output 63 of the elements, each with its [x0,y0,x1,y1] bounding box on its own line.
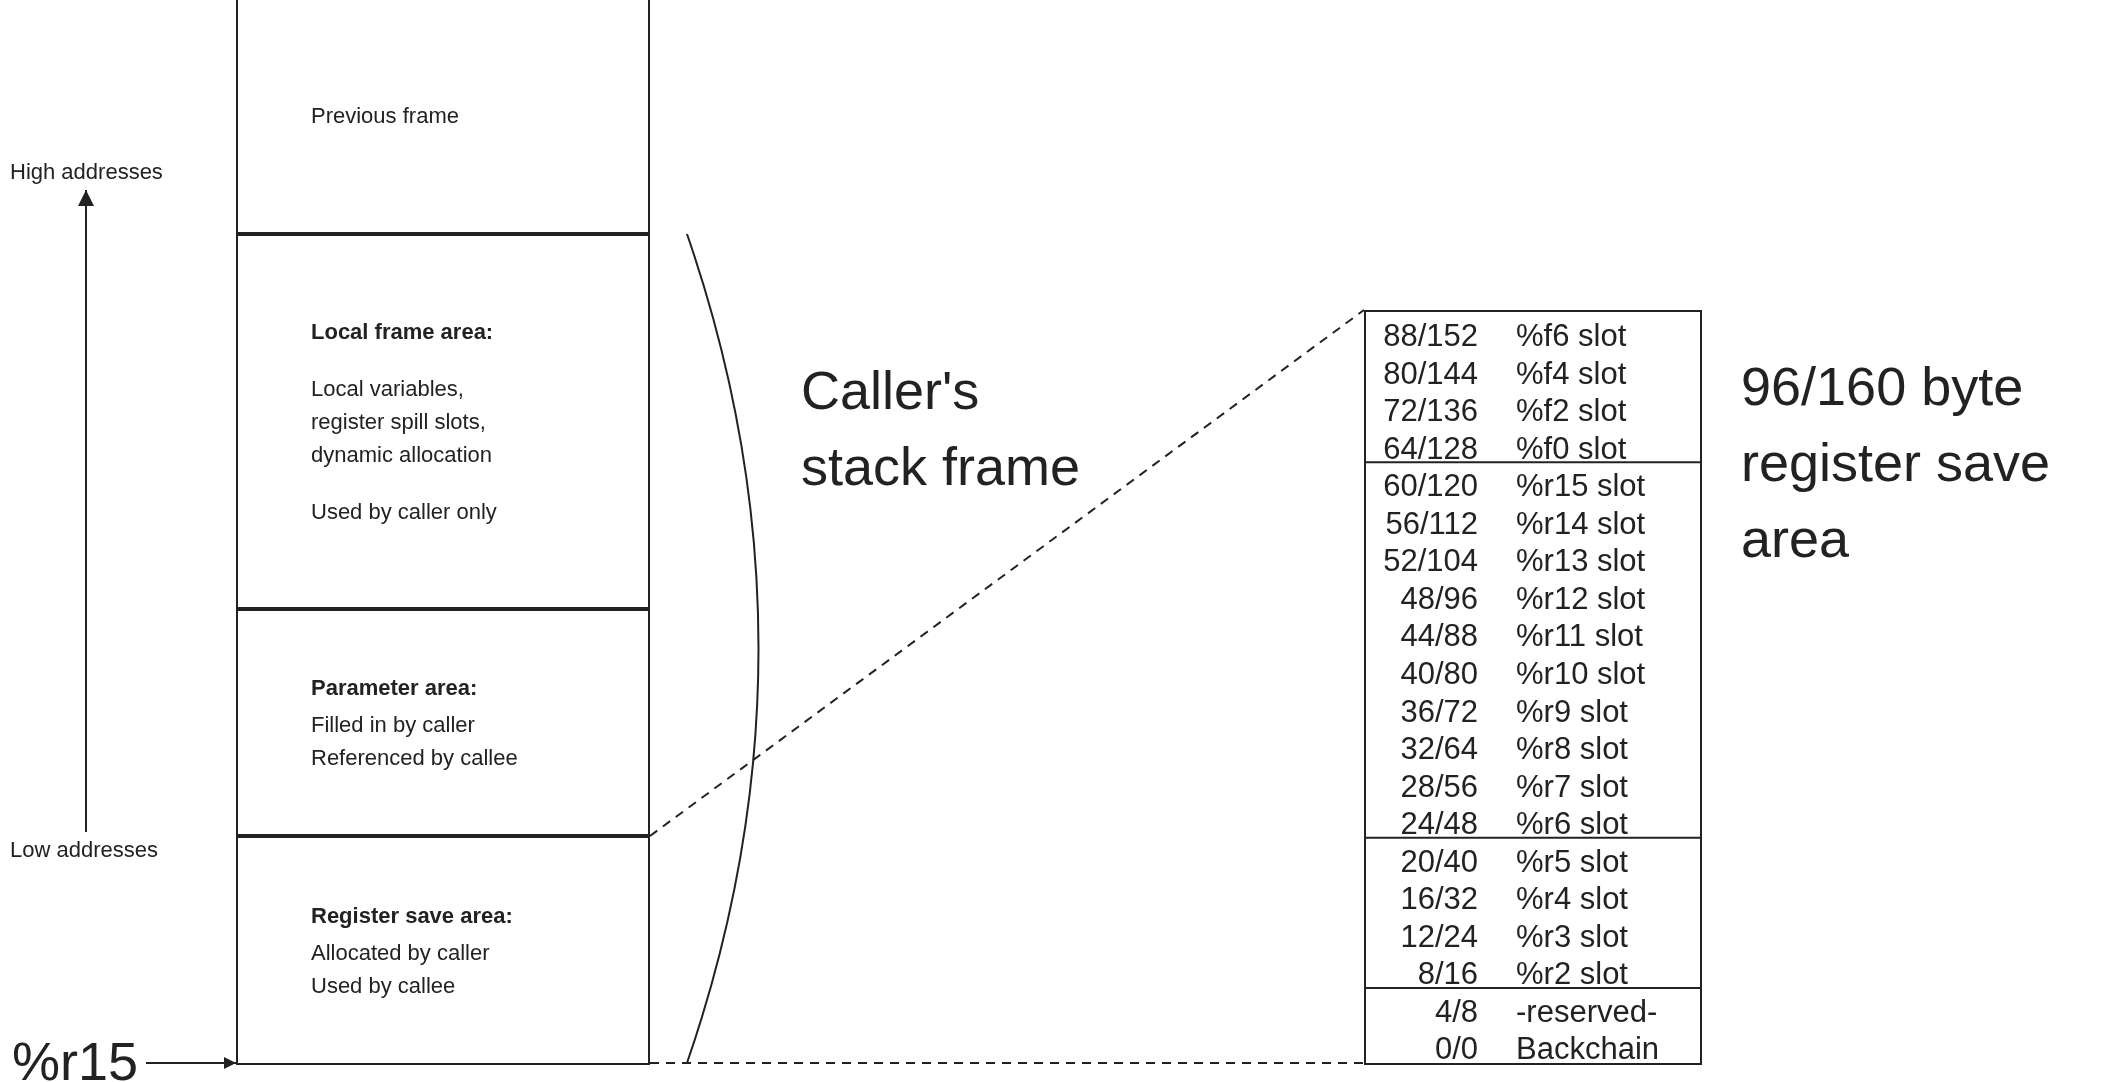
slot-cell: %r8 slot [1516,731,1628,767]
offset-cell-text: 36/72 [1399,693,1478,729]
area-heading: Parameter area: [311,674,479,702]
area-description: Used by callee [311,972,457,1000]
slot-cell: %r5 slot [1516,843,1628,879]
offset-cell-text: 52/104 [1382,543,1478,579]
area-description: Referenced by callee [311,744,519,772]
slot-cell: %f0 slot [1516,430,1627,466]
slot-cell: %r3 slot [1516,918,1628,954]
offset-cell-text: 44/88 [1399,618,1478,654]
dashed-connector [649,1062,1365,1064]
slot-cell: %r4 slot [1516,881,1628,917]
area-heading: Register save area: [311,902,514,930]
offset-cell-text: 28/56 [1399,768,1478,804]
offset-cell-text: 56/112 [1384,505,1478,541]
slot-cell: %f4 slot [1516,355,1627,391]
stack-frame-box [236,0,650,234]
offset-cell-text: 16/32 [1399,881,1478,917]
slot-cell: %r14 slot [1516,505,1646,541]
offset-cell-text: 40/80 [1399,655,1478,691]
area-description: Local variables, register spill slots, dynamic allocation [311,375,493,469]
offset-cell-text: 72/136 [1382,393,1478,429]
frame-label: Caller's stack frame [801,359,1082,498]
stack-area-box [236,836,650,1065]
area-description: Filled in by caller [311,711,476,739]
offset-cell-text: 64/128 [1382,430,1478,466]
arrow [145,1057,237,1069]
slot-cell: %r6 slot [1516,806,1628,842]
register-name: %r15 [12,1030,139,1082]
offset-cell-text: 4/8 [1433,993,1478,1029]
offset-cell-text: 48/96 [1399,580,1478,616]
slot-cell: %r9 slot [1516,693,1628,729]
offset-cell-text: 8/16 [1416,956,1478,992]
offset-cell-text: 32/64 [1399,731,1478,767]
area-description: Allocated by caller [311,939,491,967]
slot-cell: -reserved- [1516,993,1658,1029]
offset-cell-text: 60/120 [1382,468,1478,504]
offset-cell-text: 80/144 [1382,355,1478,391]
stack-area-box [236,609,650,836]
area-heading: Local frame area: [311,318,495,346]
register-save-table [1364,310,1702,1065]
slot-cell: %r13 slot [1516,543,1646,579]
area-title: 96/160 byte register save area [1741,355,2052,570]
axis-label: Low addresses [10,837,158,863]
offset-cell-text: 20/40 [1399,843,1478,879]
offset-cell-text: 88/152 [1382,318,1478,353]
offset-cell-text: 24/48 [1399,806,1478,842]
slot-cell: %f6 slot [1516,318,1627,353]
axis-label: High addresses [10,159,163,185]
slot-cell: %r2 slot [1516,956,1628,992]
slot-cell: Backchain [1516,1031,1660,1067]
area-description: Previous frame [311,101,460,130]
offset-cell-text: 12/24 [1399,918,1478,954]
slot-cell: %r10 slot [1516,655,1646,691]
slot-cell: %r11 slot [1516,618,1643,654]
slot-cell: %r15 slot [1516,468,1646,504]
dashed-connector [649,309,1365,837]
stack-area-box [236,234,650,609]
slot-cell: %f2 slot [1516,393,1627,429]
area-description: Used by caller only [311,498,498,526]
slot-cell: %r12 slot [1516,580,1646,616]
slot-cell: %r7 slot [1516,768,1628,804]
offset-cell-text: 0/0 [1433,1031,1478,1067]
